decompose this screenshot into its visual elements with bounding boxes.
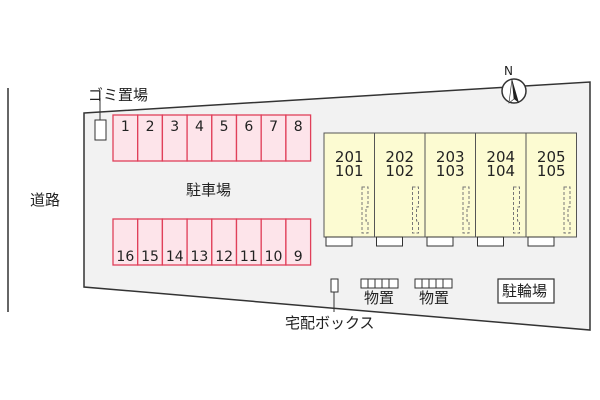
north-compass-icon (501, 78, 527, 104)
parking-slot (235, 114, 262, 162)
parking-slot-number: 6 (244, 119, 254, 135)
garbage-area-label: ゴミ置場 (88, 86, 149, 104)
storage-label-2: 物置 (419, 289, 450, 307)
unit-porch (426, 236, 454, 247)
parking-slot-number: 13 (190, 249, 209, 265)
parking-row-top (112, 114, 312, 162)
parking-slot-number: 1 (120, 119, 130, 135)
parking-slot-number: 3 (170, 119, 180, 135)
apartment-building (323, 132, 577, 247)
unit-number-upper: 201 (334, 148, 364, 166)
unit-number-lower: 103 (435, 162, 465, 180)
unit-number-lower: 101 (334, 162, 364, 180)
garbage-area-marker (94, 119, 107, 141)
storage-shed-1 (360, 278, 399, 289)
parking-slot (186, 218, 213, 266)
parking-slot (186, 114, 213, 162)
delivery-box-label: 宅配ボックス (285, 314, 375, 332)
north-label: N (504, 64, 513, 78)
parking-slot-number: 16 (116, 249, 135, 265)
entrance-outline (412, 186, 419, 234)
parking-slot-number: 14 (165, 249, 184, 265)
storage-label-1: 物置 (364, 289, 395, 307)
delivery-box-marker (330, 278, 339, 293)
parking-slot (285, 114, 312, 162)
unit-number-upper: 203 (435, 148, 465, 166)
parking-slot-number: 15 (141, 249, 159, 265)
entrance-outline (462, 186, 470, 234)
parking-slot (235, 218, 262, 266)
unit-porch (376, 236, 403, 247)
parking-slot-number: 7 (269, 119, 278, 135)
unit-number-upper: 202 (385, 148, 415, 166)
parking-slot-number: 12 (215, 249, 234, 265)
parking-slot (211, 114, 238, 162)
unit-porch (325, 236, 353, 247)
bicycle-parking-label: 駐輪場 (502, 282, 548, 300)
parking-slot-number: 4 (194, 119, 204, 135)
parking-slot (112, 114, 139, 162)
entrance-outline (513, 186, 520, 234)
unit-number-lower: 105 (536, 162, 566, 180)
parking-slot-number: 5 (219, 119, 229, 135)
bicycle-parking-box (497, 278, 555, 304)
unit-number-upper: 204 (486, 148, 516, 166)
parking-slot (260, 114, 287, 162)
parking-slot-number: 2 (145, 119, 155, 135)
unit-porch (477, 236, 504, 247)
parking-slot-number: 9 (293, 249, 303, 265)
parking-slot (161, 218, 188, 266)
unit-porch (527, 236, 555, 247)
parking-slot-number: 11 (239, 249, 258, 265)
parking-slot (285, 218, 312, 266)
parking-label: 駐車場 (186, 181, 232, 199)
storage-shed-2 (414, 278, 453, 289)
road-label: 道路 (30, 191, 61, 209)
unit-number-lower: 102 (385, 162, 415, 180)
unit-number-lower: 104 (486, 162, 516, 180)
parking-slot (137, 218, 164, 266)
parking-row-bottom (112, 218, 312, 266)
entrance-outline (361, 186, 369, 234)
parking-slot-number: 10 (264, 249, 283, 265)
parking-slot (161, 114, 188, 162)
entrance-outline (563, 186, 571, 234)
unit-number-upper: 205 (536, 148, 566, 166)
parking-slot-number: 8 (293, 119, 303, 135)
